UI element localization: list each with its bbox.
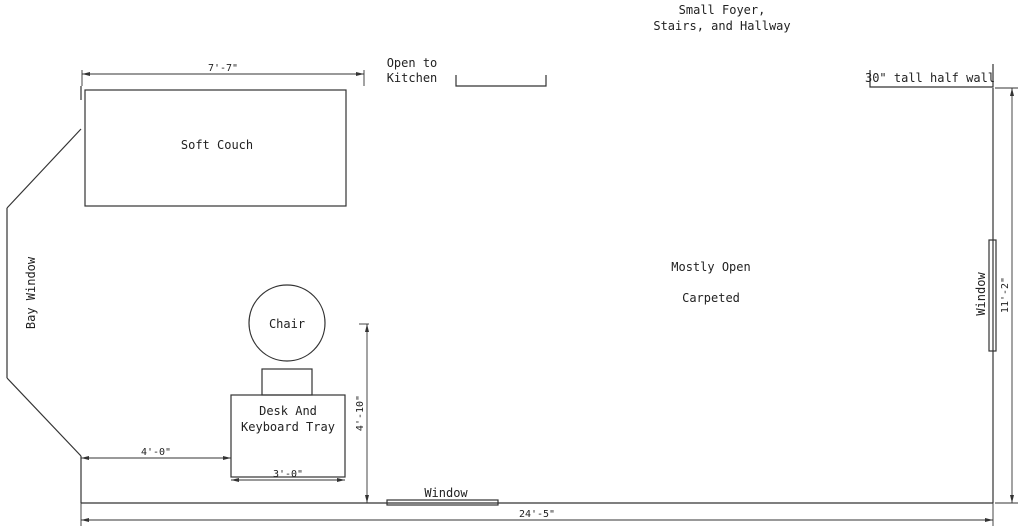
desk-offset-label: 4'-0" xyxy=(141,447,171,458)
right-window xyxy=(988,239,997,352)
bottom-window-label: Window xyxy=(424,486,468,500)
room-walls xyxy=(6,64,997,506)
carpeted-label: Carpeted xyxy=(682,291,740,305)
chair xyxy=(248,284,326,362)
kitchen-label-line1: Open to xyxy=(387,56,438,70)
desk-offset-arrow-left xyxy=(81,456,89,460)
dimension-lines xyxy=(80,70,1018,526)
bay-window-label: Bay Window xyxy=(24,256,38,329)
foyer-label-line2: Stairs, and Hallway xyxy=(653,19,790,33)
half-wall xyxy=(869,64,994,88)
room-depth-arrow-top xyxy=(1010,88,1014,96)
room-width-label: 24'-5" xyxy=(519,509,555,520)
half-wall-label: 30" tall half wall xyxy=(865,71,995,85)
desk-label-line2: Keyboard Tray xyxy=(241,420,335,434)
room-depth-label: 11'-2" xyxy=(1000,277,1011,313)
dimension-labels: 7'-7" 4'-0" 3'-0" 4'-10" 24'-5" 11'-2" xyxy=(141,63,1011,520)
furniture xyxy=(84,89,347,478)
mostly-open-label: Mostly Open xyxy=(671,260,750,274)
couch-width-label: 7'-7" xyxy=(208,63,238,74)
desk-depth-label: 4'-10" xyxy=(355,395,366,431)
desk-width-label: 3'-0" xyxy=(273,469,303,480)
kitchen-opening-wall xyxy=(455,75,547,87)
bottom-window xyxy=(386,499,499,506)
chair-label: Chair xyxy=(269,317,305,331)
foyer-label-line1: Small Foyer, xyxy=(679,3,766,17)
right-window-label: Window xyxy=(974,272,988,316)
bay-window-lower-angle xyxy=(6,377,82,457)
desk-width-arrow-left xyxy=(231,478,239,482)
desk-width-arrow-right xyxy=(337,478,345,482)
desk-offset-arrow-right xyxy=(223,456,231,460)
room-width-arrow-left xyxy=(81,518,89,522)
desk xyxy=(230,394,346,478)
couch-width-arrow-right xyxy=(356,72,364,76)
bay-window-upper-angle xyxy=(6,128,82,209)
keyboard-tray xyxy=(261,368,313,396)
kitchen-label-line2: Kitchen xyxy=(387,71,438,85)
desk-depth-arrow-bottom xyxy=(365,495,369,503)
room-depth-arrow-bottom xyxy=(1010,495,1014,503)
desk-depth-arrow-top xyxy=(365,324,369,332)
room-width-arrow-right xyxy=(985,518,993,522)
plan-labels: Small Foyer, Stairs, and Hallway Open to… xyxy=(24,3,995,500)
soft-couch xyxy=(84,89,347,207)
desk-label-line1: Desk And xyxy=(259,404,317,418)
couch-label: Soft Couch xyxy=(181,138,253,152)
couch-width-arrow-left xyxy=(82,72,90,76)
